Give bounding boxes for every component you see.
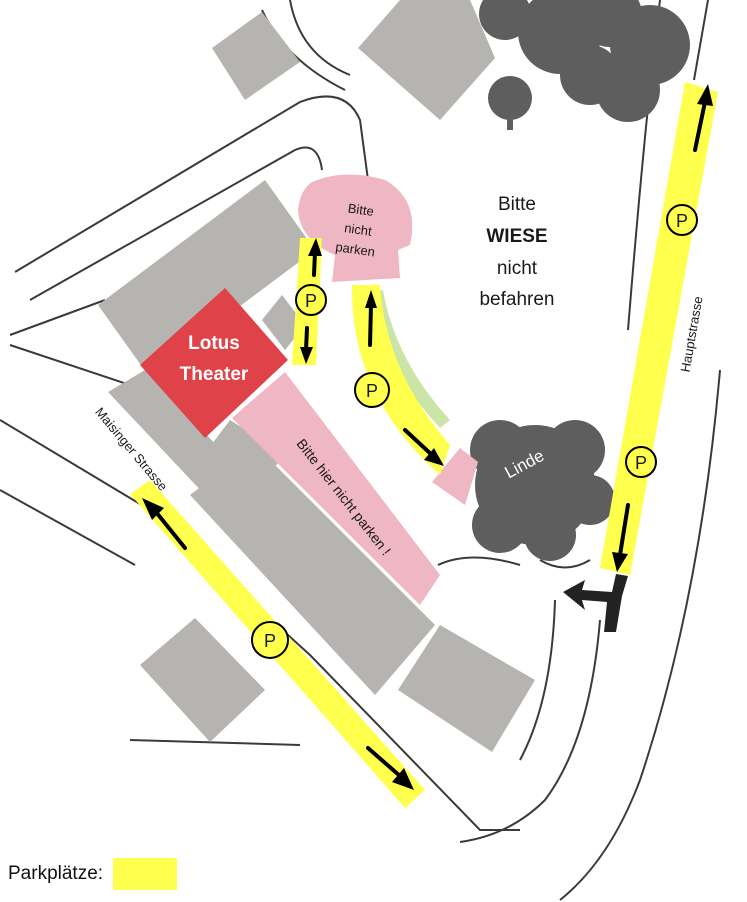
parking-marker: P <box>251 621 289 659</box>
parking-marker: P <box>295 284 327 316</box>
building-bottom-right <box>398 625 535 752</box>
bubble-text: Bitte nicht parken <box>335 200 376 259</box>
theater-label-line2: Theater <box>180 364 249 385</box>
direction-arrows <box>142 84 713 790</box>
wiese-line3: nicht <box>497 258 538 279</box>
building-main-north <box>98 180 315 375</box>
arrow-haupt-south <box>612 503 630 572</box>
arrow-path-up <box>365 290 377 347</box>
wiese-line2: WIESE <box>486 226 547 247</box>
arrow-theater-up <box>308 238 322 277</box>
arrow-haupt-north <box>693 84 713 152</box>
no-parking-strip <box>232 372 440 605</box>
tree-group-north <box>479 0 690 122</box>
arrow-theater-down <box>300 326 313 364</box>
theater-label-line1: Lotus <box>188 333 240 354</box>
lotus-theater-building <box>140 288 288 438</box>
buildings <box>98 0 535 752</box>
legend-parking-swatch <box>113 858 178 890</box>
trees <box>470 0 690 561</box>
tree-small <box>488 76 532 130</box>
parking-symbol: P <box>366 381 378 401</box>
wiese-line4: befahren <box>479 289 554 310</box>
building-top-left <box>212 12 300 100</box>
parking-hauptstrasse <box>600 82 718 575</box>
parking-marker: P <box>354 372 390 408</box>
bubble-line1: Bitte <box>347 200 375 218</box>
building-bottom-left <box>140 618 265 742</box>
grass-strip-path <box>372 290 450 428</box>
tree-linde-icon <box>470 420 615 561</box>
legend-label: Parkplätze: <box>8 863 104 884</box>
parking-marker: P <box>666 204 698 236</box>
bubble-line3: parken <box>335 239 376 259</box>
no-parking-zones <box>232 174 478 605</box>
exit-arrow-icon <box>563 574 628 632</box>
parking-curved-path <box>351 285 450 475</box>
parking-markers: P P P P P <box>251 204 698 659</box>
building-top-center <box>358 0 495 120</box>
arrow-maisinger-west <box>142 498 187 550</box>
arrow-path-down <box>403 428 444 466</box>
parking-marker: P <box>625 446 657 478</box>
arrow-maisinger-east <box>366 746 414 790</box>
parking-symbol: P <box>676 211 688 231</box>
parking-symbol: P <box>635 453 647 473</box>
no-parking-bubble <box>298 174 413 282</box>
legend: Parkplätze: <box>8 858 178 890</box>
wiese-line1: Bitte <box>498 194 536 215</box>
street-label-hauptstrasse: Hauptstrasse <box>678 295 706 373</box>
building-long-hall <box>190 445 435 695</box>
bubble-line2: nicht <box>343 220 373 239</box>
parking-symbol: P <box>264 631 276 651</box>
parking-symbol: P <box>305 291 317 311</box>
no-parking-corner <box>432 448 478 505</box>
road-lines <box>0 0 721 901</box>
